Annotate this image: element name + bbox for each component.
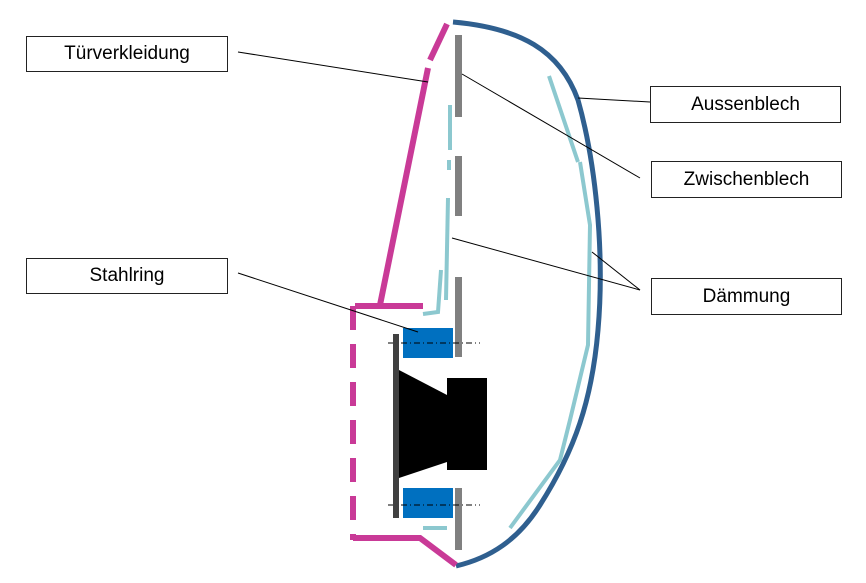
inner-sheet-segment [455,156,462,216]
insulation-inner-segment [444,197,450,301]
leader-line-aussenblech [577,97,651,103]
speaker-baffle [393,334,399,518]
outer-sheet-shape [452,19,603,569]
door-trim-shape [353,535,458,568]
leader-line-tuerverkleidung [237,51,429,83]
label-stahlring: Stahlring [26,258,228,294]
inner-sheet-segment [455,277,462,357]
label-zwischenblech: Zwischenblech [651,161,842,198]
insulation-inner-segment [422,269,443,316]
leader-line-daemmung [451,237,641,291]
inner-sheet-segment [455,488,462,550]
door-trim-shape [377,67,431,306]
inner-sheet-segment [455,35,462,117]
label-tuerverkleidung: Türverkleidung [26,36,228,72]
leader-line-zwischenblech [461,73,641,179]
label-aussenblech: Aussenblech [650,86,841,123]
leader-line-stahlring [237,272,419,333]
insulation-outer-shape [508,161,593,530]
label-daemmung: Dämmung [651,278,842,315]
door-trim-shape [427,22,450,62]
leader-line-daemmung [591,251,641,291]
speaker-cone [399,370,447,478]
speaker-magnet [447,378,487,470]
insulation-outer-shape [547,75,580,163]
steel-ring-bottom [403,488,453,518]
